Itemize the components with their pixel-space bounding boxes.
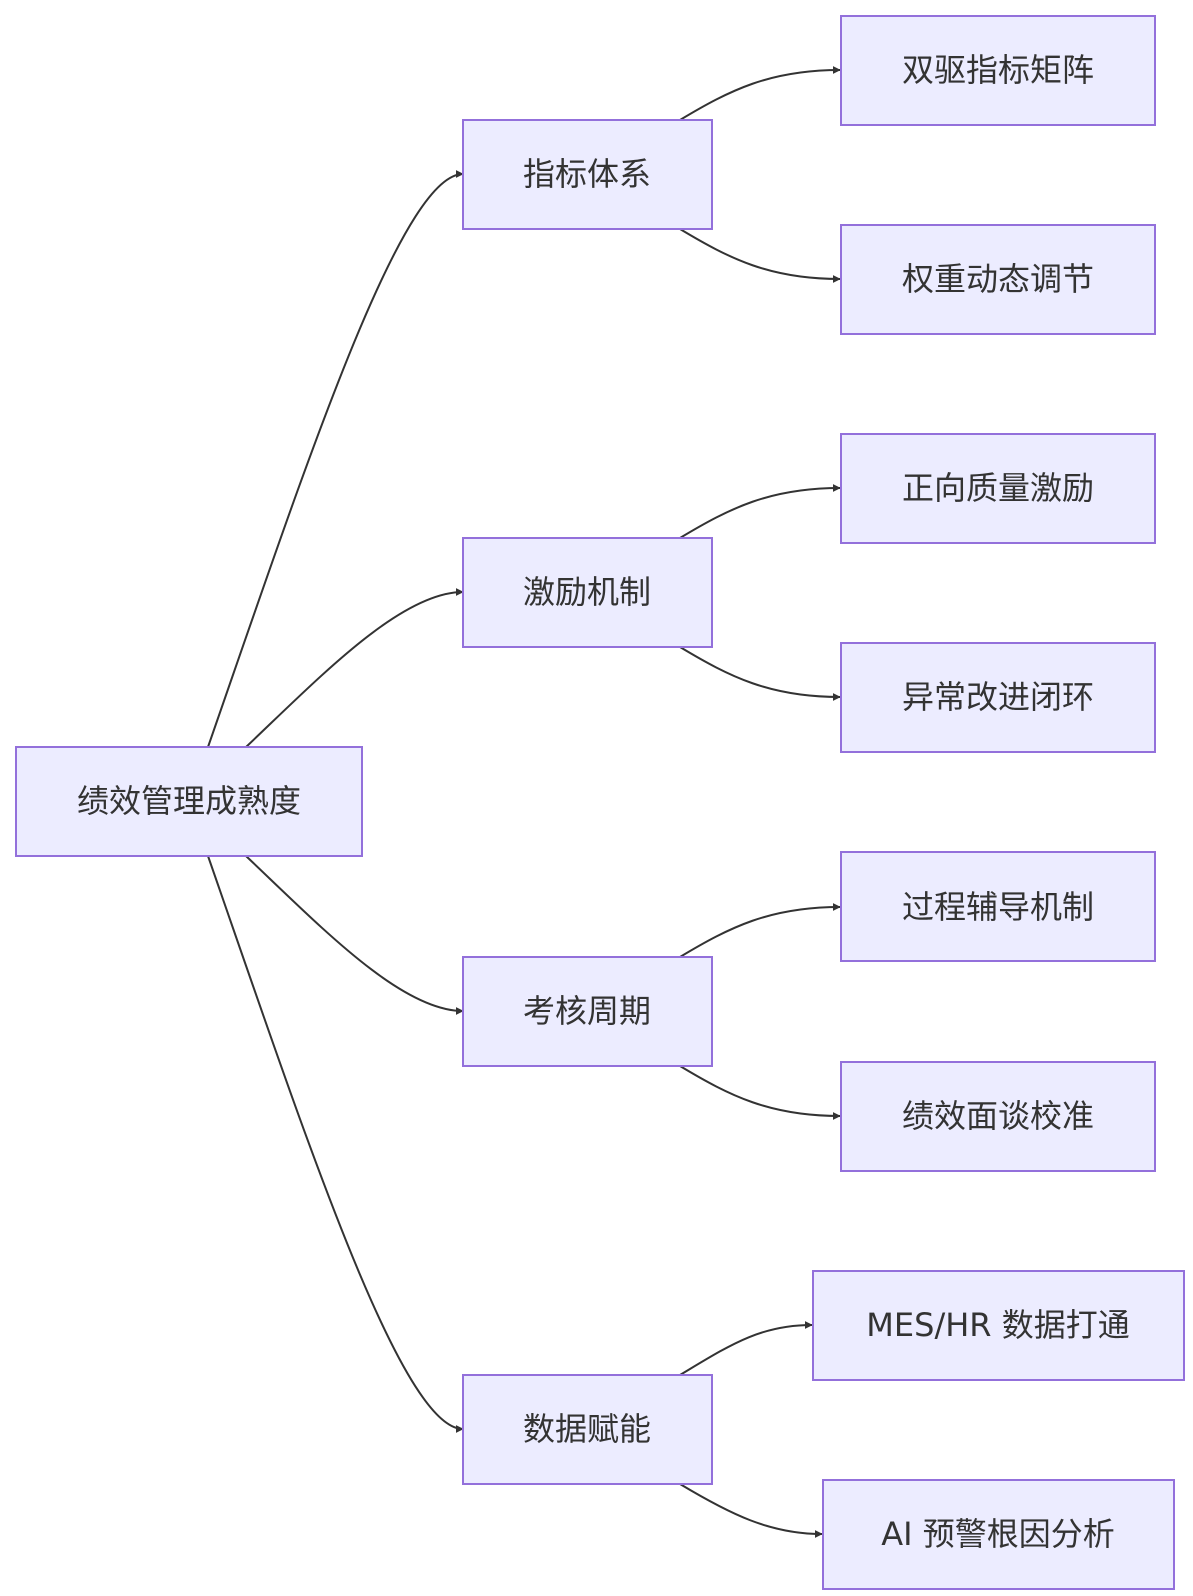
node-branch-2: 激励机制 [462, 537, 713, 648]
edge-root-to-branch-1 [207, 170, 464, 748]
edge-branch-3-to-leaf-1 [679, 903, 841, 958]
node-branch-1-box [462, 119, 713, 230]
node-root-box [15, 746, 363, 857]
node-leaf-3-1-label: 过程辅导机制 [902, 888, 1094, 926]
node-leaf-3-2: 绩效面谈校准 [840, 1061, 1156, 1172]
node-leaf-4-1-box [812, 1270, 1185, 1381]
node-leaf-1-2-label: 权重动态调节 [902, 260, 1094, 298]
node-leaf-3-1: 过程辅导机制 [840, 851, 1156, 962]
node-branch-3: 考核周期 [462, 956, 713, 1067]
node-leaf-3-2-box [840, 1061, 1156, 1172]
edge-branch-4-to-leaf-1 [679, 1321, 813, 1376]
edge-root-to-branch-4 [207, 855, 464, 1433]
node-leaf-2-1: 正向质量激励 [840, 433, 1156, 544]
node-leaf-4-1: MES/HR 数据打通 [812, 1270, 1185, 1381]
edge-branch-4-to-leaf-2 [679, 1483, 823, 1538]
node-branch-1: 指标体系 [462, 119, 713, 230]
edges-branches [679, 66, 841, 1538]
node-branch-4-box [462, 1374, 713, 1485]
node-leaf-4-2: AI 预警根因分析 [822, 1479, 1175, 1590]
edge-branch-2-to-leaf-2 [679, 646, 841, 701]
node-root-label: 绩效管理成熟度 [77, 782, 301, 820]
node-branch-3-box [462, 956, 713, 1067]
node-branch-4-label: 数据赋能 [523, 1410, 651, 1448]
node-leaf-1-2: 权重动态调节 [840, 224, 1156, 335]
node-leaf-1-1: 双驱指标矩阵 [840, 15, 1156, 126]
node-leaf-1-1-box [840, 15, 1156, 126]
node-leaf-2-1-box [840, 433, 1156, 544]
edges-root [207, 170, 464, 1433]
node-leaf-4-1-label: MES/HR 数据打通 [866, 1306, 1129, 1344]
node-leaf-4-2-label: AI 预警根因分析 [881, 1515, 1115, 1553]
node-branch-2-label: 激励机制 [523, 573, 651, 611]
edge-root-to-branch-2 [245, 588, 464, 748]
node-leaf-2-2: 异常改进闭环 [840, 642, 1156, 753]
node-leaf-2-1-label: 正向质量激励 [902, 469, 1094, 507]
node-root: 绩效管理成熟度 [15, 746, 363, 857]
node-leaf-4-2-box [822, 1479, 1175, 1590]
node-branch-1-label: 指标体系 [523, 155, 651, 193]
node-leaf-1-1-label: 双驱指标矩阵 [902, 51, 1094, 89]
node-leaf-2-2-box [840, 642, 1156, 753]
node-branch-2-box [462, 537, 713, 648]
edge-branch-2-to-leaf-1 [679, 484, 841, 539]
node-leaf-1-2-box [840, 224, 1156, 335]
node-leaf-3-1-box [840, 851, 1156, 962]
node-leaf-3-2-label: 绩效面谈校准 [902, 1097, 1094, 1135]
edge-branch-1-to-leaf-2 [679, 228, 841, 283]
edge-branch-1-to-leaf-1 [679, 66, 841, 121]
node-leaf-2-2-label: 异常改进闭环 [902, 678, 1094, 716]
node-branch-4: 数据赋能 [462, 1374, 713, 1485]
edge-branch-3-to-leaf-2 [679, 1065, 841, 1120]
edge-root-to-branch-3 [245, 855, 464, 1015]
node-branch-3-label: 考核周期 [523, 992, 651, 1030]
